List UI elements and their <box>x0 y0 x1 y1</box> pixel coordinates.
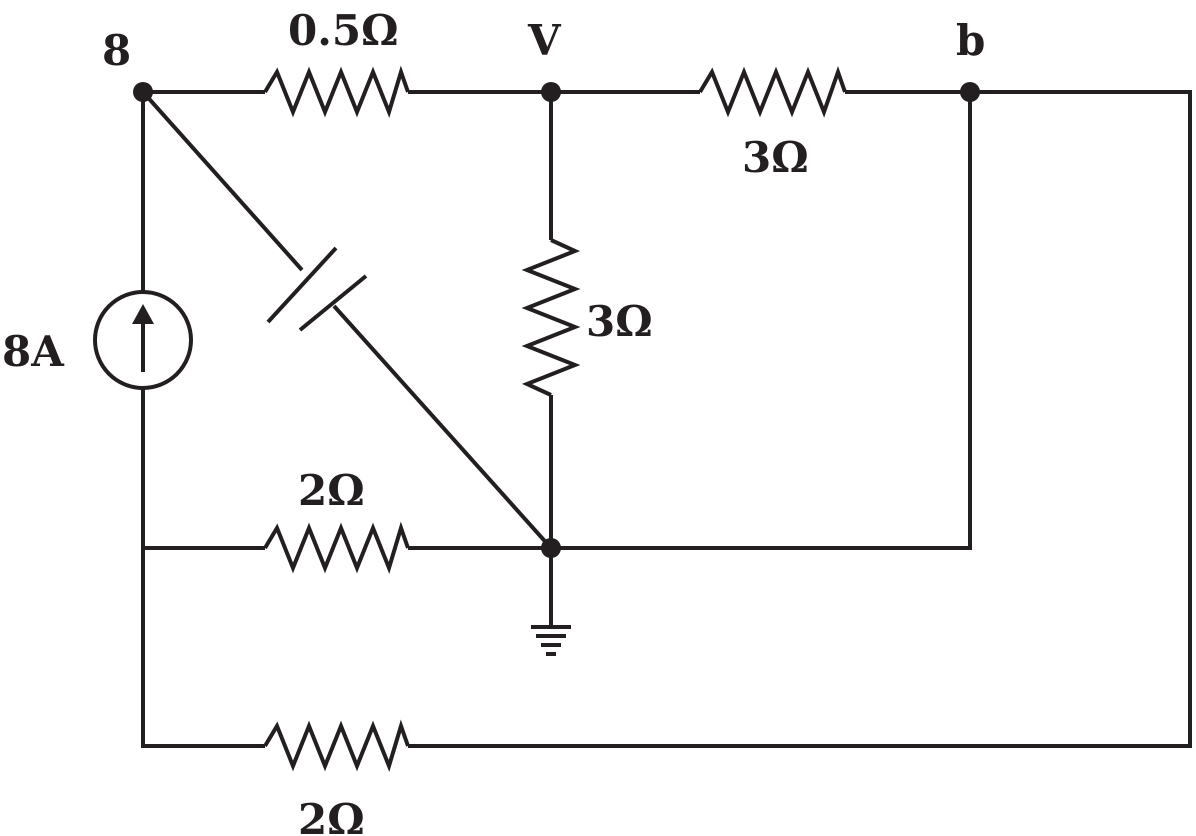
resistor-3-ohm-vertical <box>521 238 581 397</box>
label-r-3-top: 3Ω <box>742 133 809 182</box>
node-dot-8 <box>133 82 153 102</box>
current-source <box>93 290 193 390</box>
resistor-0.5-ohm <box>263 65 410 119</box>
node-dot-v <box>541 82 561 102</box>
middle-wire <box>143 92 972 550</box>
label-r-3-vertical: 3Ω <box>586 297 653 346</box>
node-dot-b <box>960 82 980 102</box>
capacitor <box>266 246 368 332</box>
node-label-8: 8 <box>102 26 131 75</box>
label-r-2-middle: 2Ω <box>298 466 365 515</box>
outer-wire <box>141 90 1192 748</box>
node-label-b: b <box>956 16 985 65</box>
resistor-2-ohm-bottom <box>263 719 410 773</box>
wires <box>141 90 1192 748</box>
diagonal-wire <box>141 90 553 550</box>
label-r-0.5: 0.5Ω <box>288 6 398 55</box>
resistor-3-ohm-top <box>698 65 847 118</box>
node-dot-ground <box>541 538 561 558</box>
ground-icon <box>531 625 571 656</box>
node-label-v: V <box>527 16 562 65</box>
label-r-2-bottom: 2Ω <box>298 795 365 836</box>
resistor-2-ohm-middle <box>263 521 410 575</box>
label-current-source: 8A <box>2 327 65 376</box>
